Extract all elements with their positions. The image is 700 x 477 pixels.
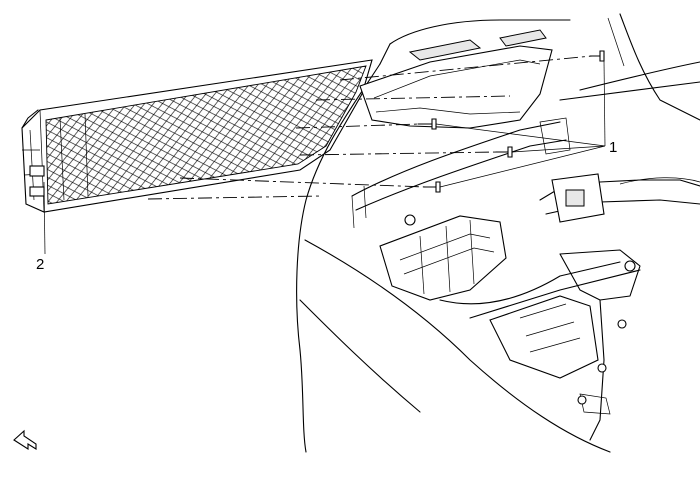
push-pin-fastener bbox=[423, 181, 441, 193]
push-pin-fastener bbox=[495, 146, 513, 158]
bumper-fascia bbox=[296, 13, 700, 453]
alignment-lines bbox=[147, 55, 593, 200]
push-pin-fastener bbox=[417, 118, 437, 130]
lower-air-duct bbox=[379, 117, 700, 441]
callout-label-grille: 2 bbox=[36, 256, 45, 273]
callout-label-fastener: 1 bbox=[609, 139, 618, 156]
leader-lines bbox=[43, 60, 606, 255]
grille-panel bbox=[21, 59, 373, 213]
lower-retainers bbox=[577, 319, 627, 405]
push-pin-fastener bbox=[589, 50, 605, 62]
orientation-arrow-icon bbox=[13, 429, 37, 451]
grille-opening-frame bbox=[351, 29, 567, 229]
